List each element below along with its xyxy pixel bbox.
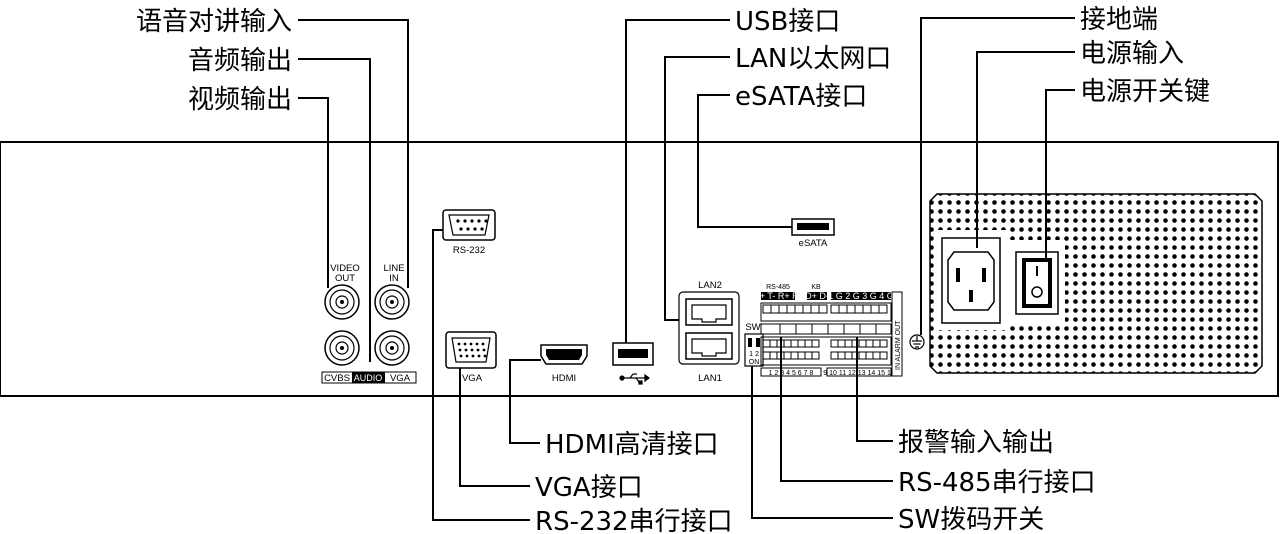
callout-power-switch: 电源开关键 [1080, 77, 1210, 107]
callout-sw: SW拨码开关 [898, 505, 1044, 534]
sw-dip-switch[interactable] [744, 333, 764, 367]
audio-label: AUDIO [354, 373, 383, 383]
esata-port[interactable] [791, 218, 835, 236]
sw-numbers: 1 2 [749, 351, 759, 358]
callout-video-out: 视频输出 [188, 85, 292, 115]
kb-pin-labels: D+ D- [805, 291, 829, 301]
vga-small-label: VGA [390, 373, 411, 384]
kb-label: KB [811, 284, 821, 291]
lan2-port[interactable] [685, 298, 733, 326]
terminal-block-upper[interactable] [760, 302, 892, 322]
cvbs-label: CVBS [324, 373, 350, 384]
alarm-in-numbers-9-16: 9 10 11 12 13 14 15 16 [823, 370, 895, 377]
rs485-label: RS-485 [766, 284, 790, 291]
bnc-line-in-connector[interactable] [374, 284, 410, 320]
usb-port[interactable] [612, 342, 654, 366]
usb-icon [619, 373, 650, 385]
rs232-label: RS-232 [453, 245, 485, 256]
callout-rs485: RS-485串行接口 [898, 468, 1096, 498]
vga-port[interactable] [445, 331, 497, 369]
lan1-port[interactable] [685, 332, 733, 360]
video-out-label-1: VIDEO [330, 263, 360, 274]
leader-lines [298, 17, 1075, 521]
hdmi-label: HDMI [552, 373, 576, 384]
alarm-in-numbers-1-8: 1 2 3 4 5 6 7 8 [769, 370, 814, 377]
callout-power-in: 电源输入 [1080, 39, 1184, 69]
callout-vga: VGA接口 [535, 473, 643, 503]
callout-hdmi: HDMI高清接口 [545, 430, 719, 460]
lan2-label: LAN2 [698, 280, 722, 291]
callout-audio-out: 音频输出 [188, 46, 292, 76]
terminal-block-lower[interactable] [760, 336, 892, 366]
sw-on-label: ON [749, 359, 760, 366]
callout-lan: LAN以太网口 [735, 44, 891, 74]
alarm-side-label: IN ALARM OUT [895, 320, 902, 370]
line-in-label-1: LINE [383, 263, 404, 274]
esata-label: eSATA [799, 238, 828, 249]
terminal-block-middle[interactable] [760, 323, 892, 335]
chassis-outline [0, 141, 1279, 397]
callout-voice-intercom-in: 语音对讲输入 [136, 7, 292, 37]
bnc-cvbs-connector[interactable] [324, 330, 360, 366]
video-out-label-2: OUT [335, 273, 355, 284]
lan1-label: LAN1 [698, 373, 722, 384]
ground-icon[interactable] [909, 334, 925, 350]
bnc-audio-connector[interactable] [374, 330, 410, 366]
callout-esata: eSATA接口 [735, 82, 867, 112]
callout-rs232: RS-232串行接口 [535, 507, 733, 534]
vga-label: VGA [462, 373, 483, 384]
rs485-pin-labels: T+ T- R+ R- [754, 291, 801, 301]
callout-ground: 接地端 [1080, 5, 1158, 35]
power-inlet-socket[interactable] [941, 237, 1001, 324]
sw-label: SW [745, 322, 760, 333]
alarm-out-pin-labels: 1 G 2 G 3 G 4 G [828, 291, 894, 301]
callout-alarm-io: 报警输入输出 [898, 428, 1054, 458]
power-switch[interactable] [1015, 251, 1059, 315]
hdmi-port[interactable] [540, 344, 588, 365]
callout-usb: USB接口 [735, 7, 840, 37]
bnc-video-out-connector[interactable] [324, 284, 360, 320]
rs232-port[interactable] [442, 209, 496, 241]
line-in-label-2: IN [389, 273, 399, 284]
